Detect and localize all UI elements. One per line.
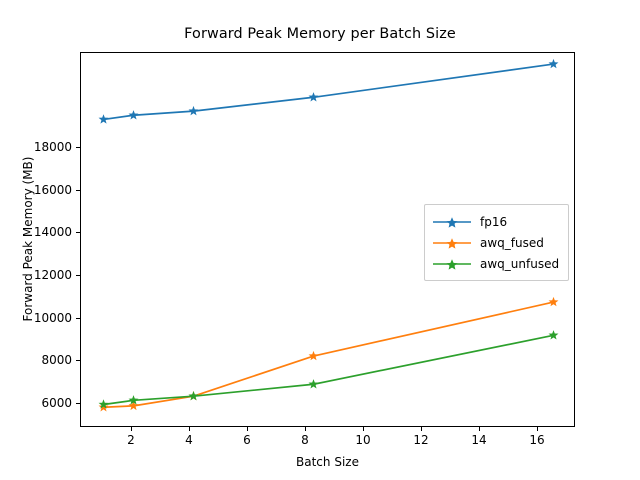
y-tick-label-18000: 18000: [33, 140, 72, 154]
y-tick-mark-10000: [76, 318, 80, 319]
legend-label-fp16: fp16: [480, 214, 508, 229]
y-tick-label-16000: 16000: [33, 183, 72, 197]
y-tick-mark-16000: [76, 190, 80, 191]
data-point-awq-fused-2: [128, 400, 139, 411]
x-tick-mark-14: [479, 427, 480, 431]
y-tick-label-14000: 14000: [33, 225, 72, 239]
x-tick-mark-6: [247, 427, 248, 431]
data-point-awq-unfused-2: [128, 395, 139, 405]
data-point-fp16-4: [188, 105, 199, 116]
legend-item-fp16[interactable]: fp16: [432, 211, 559, 232]
y-axis-tick-labels: 6000 8000 10000 12000 14000 16000 18000: [8, 0, 72, 480]
y-axis-label: Forward Peak Memory (MB): [21, 156, 35, 322]
data-point-awq-unfused-8: [308, 379, 319, 389]
x-axis-label: Batch Size: [296, 455, 359, 469]
legend-label-awq-unfused: awq_unfused: [480, 256, 560, 271]
x-tick-label-14: 14: [471, 433, 487, 447]
legend-item-awq-fused[interactable]: awq_fused: [432, 232, 559, 253]
series-awq-fused: [98, 296, 559, 412]
series-line-awq-unfused: [102, 334, 555, 406]
chart-title: Forward Peak Memory per Batch Size: [184, 26, 456, 42]
data-point-awq-fused-1: [98, 402, 109, 412]
x-tick-mark-10: [363, 427, 364, 431]
data-point-fp16-8: [308, 92, 319, 102]
x-tick-mark-8: [305, 427, 306, 431]
data-point-awq-unfused-4: [188, 390, 199, 401]
y-tick-mark-8000: [76, 360, 80, 361]
x-tick-label-2: 2: [127, 433, 135, 447]
y-tick-mark-12000: [76, 275, 80, 276]
x-tick-label-16: 16: [529, 433, 545, 447]
y-tick-label-6000: 6000: [41, 396, 72, 410]
data-point-awq-unfused-1: [98, 399, 109, 409]
data-point-fp16-2: [128, 110, 139, 120]
x-tick-label-8: 8: [301, 433, 309, 447]
plot-lines-svg: [98, 58, 559, 412]
series-awq-unfused: [98, 330, 559, 409]
x-tick-label-6: 6: [243, 433, 251, 447]
data-point-awq-fused-16: [548, 296, 559, 307]
legend-label-awq-fused: awq_fused: [480, 235, 544, 250]
legend-swatch-awq-unfused: [433, 258, 471, 270]
series-line-awq-fused: [102, 301, 555, 409]
x-tick-mark-16: [537, 427, 538, 431]
legend-swatch-fp16: [433, 216, 471, 228]
y-tick-label-8000: 8000: [41, 353, 72, 367]
y-tick-label-10000: 10000: [33, 311, 72, 325]
series-line-fp16: [102, 63, 555, 121]
data-point-fp16-16: [548, 58, 559, 69]
x-tick-mark-12: [421, 427, 422, 431]
chart-legend: fp16 awq_fused awq_unfused: [424, 204, 570, 281]
x-tick-label-12: 12: [413, 433, 429, 447]
y-tick-mark-18000: [76, 147, 80, 148]
legend-swatch-awq-fused: [433, 237, 471, 249]
series-fp16: [98, 58, 559, 124]
x-tick-label-4: 4: [185, 433, 193, 447]
data-point-fp16-1: [98, 114, 109, 124]
x-tick-mark-4: [189, 427, 190, 431]
y-tick-mark-14000: [76, 232, 80, 233]
y-tick-label-12000: 12000: [33, 268, 72, 282]
data-point-awq-fused-8: [308, 350, 319, 361]
legend-item-awq-unfused[interactable]: awq_unfused: [432, 253, 559, 274]
x-tick-label-10: 10: [355, 433, 371, 447]
x-tick-mark-2: [131, 427, 132, 431]
y-tick-mark-6000: [76, 403, 80, 404]
data-point-awq-unfused-16: [548, 330, 559, 340]
